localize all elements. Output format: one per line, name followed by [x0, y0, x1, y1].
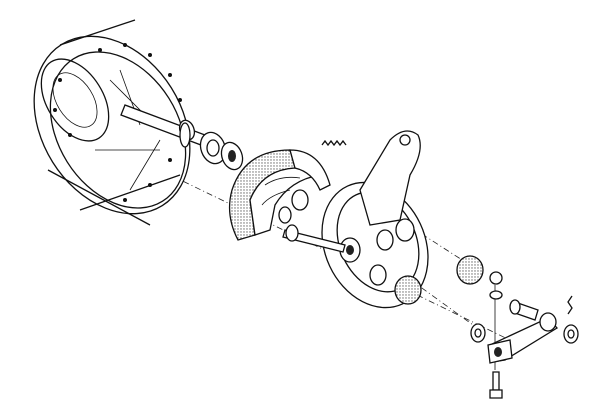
bearing-set	[179, 122, 244, 171]
return-spring	[321, 139, 347, 147]
dust-caps	[394, 255, 484, 305]
brake-backplate	[282, 130, 429, 309]
brake-shoes	[228, 149, 331, 241]
wheel-hub	[33, 19, 191, 226]
brake-lever-assembly	[470, 271, 579, 399]
